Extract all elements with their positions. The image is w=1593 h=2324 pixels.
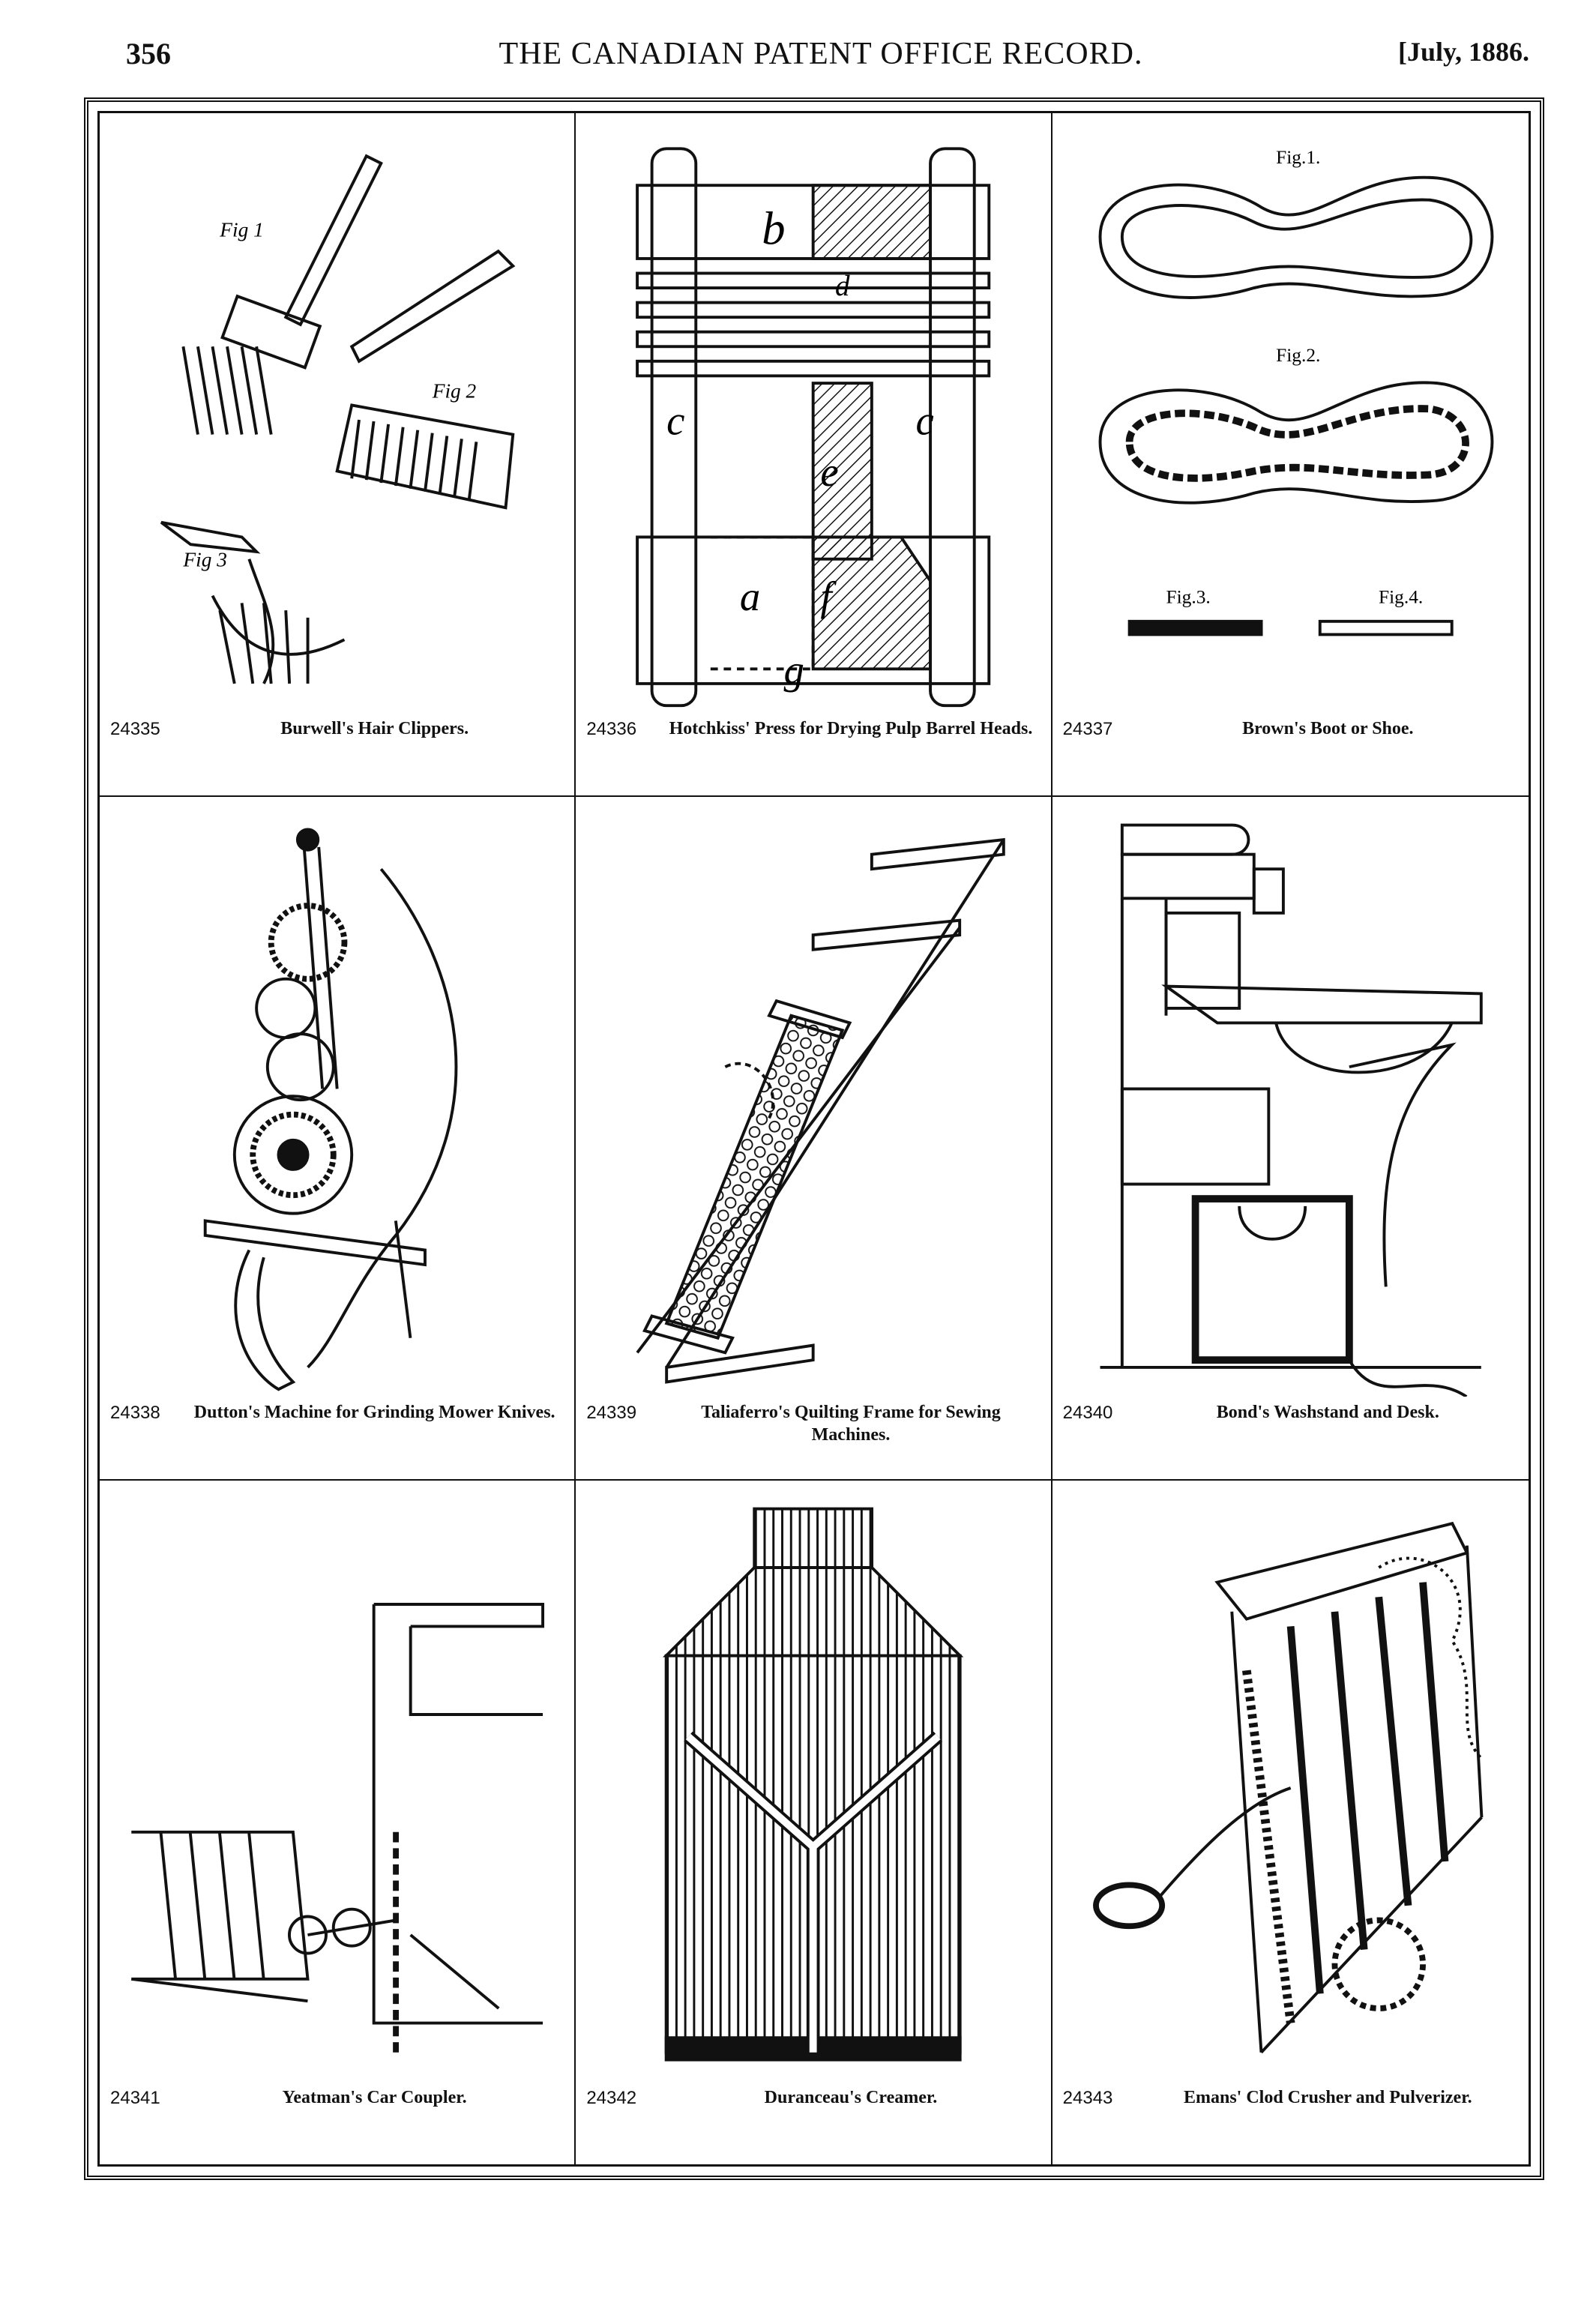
press-letter-e: e bbox=[821, 449, 839, 495]
fig3-label: Fig 3 bbox=[182, 549, 227, 571]
patent-caption: 24338 Dutton's Machine for Grinding Mowe… bbox=[110, 1401, 564, 1469]
patent-caption: 24341 Yeatman's Car Coupler. bbox=[110, 2086, 564, 2154]
patent-caption: 24336 Hotchkiss' Press for Drying Pulp B… bbox=[586, 717, 1040, 785]
patent-number: 24343 bbox=[1062, 2088, 1113, 2108]
clod-crusher-drawing bbox=[1092, 1521, 1484, 2054]
patent-title: Duranceau's Creamer. bbox=[764, 2088, 938, 2107]
page-number: 356 bbox=[126, 37, 171, 70]
page-header: 356 THE CANADIAN PATENT OFFICE RECORD. [… bbox=[112, 36, 1529, 88]
patent-caption: 24337 Brown's Boot or Shoe. bbox=[1063, 717, 1518, 785]
clod-crusher-illustration bbox=[1067, 1494, 1514, 2082]
patent-caption: 24340 Bond's Washstand and Desk. bbox=[1063, 1401, 1518, 1469]
boot-or-shoe-illustration: Fig.1. Fig.2. Fig.3. Fig.4. bbox=[1067, 127, 1514, 713]
washstand-desk-illustration bbox=[1067, 810, 1514, 1397]
car-coupler-illustration bbox=[115, 1494, 559, 2082]
patent-caption: 24343 Emans' Clod Crusher and Pulverizer… bbox=[1063, 2086, 1518, 2154]
boot-or-shoe-drawing: Fig.1. Fig.2. Fig.3. Fig.4. bbox=[1098, 147, 1493, 636]
patent-cell-drying-press: b d c c e a f g 24336 Hotchkiss' Press f… bbox=[576, 113, 1053, 797]
patent-number: 24338 bbox=[110, 1403, 160, 1423]
patent-caption: 24342 Duranceau's Creamer. bbox=[586, 2086, 1040, 2154]
quilting-frame-drawing bbox=[636, 837, 1006, 1384]
press-letter-b: b bbox=[762, 202, 786, 254]
press-letter-c-left: c bbox=[666, 398, 684, 444]
patent-number: 24335 bbox=[110, 719, 160, 739]
patent-grid: Fig 1 Fig 2 Fig 3 24335 Burwell's Hair C… bbox=[97, 111, 1531, 2167]
patent-cell-hair-clippers: Fig 1 Fig 2 Fig 3 24335 Burwell's Hair C… bbox=[100, 113, 576, 797]
press-letter-a: a bbox=[740, 574, 760, 619]
patent-cell-clod-crusher: 24343 Emans' Clod Crusher and Pulverizer… bbox=[1053, 1481, 1529, 2164]
patent-title: Hotchkiss' Press for Drying Pulp Barrel … bbox=[669, 719, 1033, 738]
patent-caption: 24339 Taliaferro's Quilting Frame for Se… bbox=[586, 1401, 1040, 1469]
patent-cell-creamer: 24342 Duranceau's Creamer. bbox=[576, 1481, 1053, 2164]
creamer-illustration bbox=[591, 1494, 1035, 2082]
creamer-drawing bbox=[663, 1507, 964, 2062]
patent-title: Emans' Clod Crusher and Pulverizer. bbox=[1183, 2088, 1472, 2107]
patent-title: Brown's Boot or Shoe. bbox=[1242, 719, 1414, 738]
patent-cell-car-coupler: 24341 Yeatman's Car Coupler. bbox=[100, 1481, 576, 2164]
patent-title: Burwell's Hair Clippers. bbox=[280, 719, 469, 738]
patent-cell-mower-knife-grinder: 24338 Dutton's Machine for Grinding Mowe… bbox=[100, 797, 576, 1481]
patent-title: Dutton's Machine for Grinding Mower Kniv… bbox=[193, 1403, 555, 1422]
patent-cell-boot-or-shoe: Fig.1. Fig.2. Fig.3. Fig.4. 24337 Brown'… bbox=[1052, 113, 1529, 797]
patent-cell-quilting-frame: 24339 Taliaferro's Quilting Frame for Se… bbox=[576, 797, 1053, 1481]
patent-title: Taliaferro's Quilting Frame for Sewing M… bbox=[701, 1403, 1001, 1445]
fig3-label: Fig.3. bbox=[1166, 586, 1210, 607]
fig2-label: Fig.2. bbox=[1276, 345, 1320, 366]
patent-number: 24341 bbox=[110, 2088, 160, 2108]
patent-number: 24342 bbox=[586, 2088, 637, 2108]
press-letter-g: g bbox=[784, 647, 804, 693]
drying-press-drawing: b d c c e a f g bbox=[636, 147, 991, 708]
issue-date: [July, 1886. bbox=[1397, 37, 1529, 67]
patent-title: Yeatman's Car Coupler. bbox=[282, 2088, 467, 2107]
patent-title: Bond's Washstand and Desk. bbox=[1216, 1403, 1439, 1422]
patent-plate-frame: Fig 1 Fig 2 Fig 3 24335 Burwell's Hair C… bbox=[84, 97, 1544, 2180]
patent-number: 24336 bbox=[586, 719, 637, 739]
fig2-label: Fig 2 bbox=[432, 380, 477, 403]
fig1-label: Fig 1 bbox=[219, 219, 264, 241]
patent-caption: 24335 Burwell's Hair Clippers. bbox=[110, 717, 564, 785]
press-letter-d: d bbox=[835, 270, 850, 302]
patent-number: 24337 bbox=[1062, 719, 1113, 739]
press-letter-c-right: c bbox=[916, 398, 934, 444]
washstand-desk-drawing bbox=[1100, 823, 1483, 1397]
mower-knife-grinder-drawing bbox=[203, 828, 458, 1391]
mower-knife-grinder-illustration bbox=[115, 810, 559, 1397]
quilting-frame-illustration bbox=[591, 810, 1035, 1397]
patent-cell-washstand-desk: 24340 Bond's Washstand and Desk. bbox=[1052, 797, 1529, 1481]
fig4-label: Fig.4. bbox=[1379, 586, 1423, 607]
patent-number: 24340 bbox=[1062, 1403, 1113, 1423]
car-coupler-drawing bbox=[131, 1603, 545, 2053]
drying-press-illustration: b d c c e a f g bbox=[591, 127, 1035, 713]
hair-clippers-drawing: Fig 1 Fig 2 Fig 3 bbox=[160, 154, 516, 684]
fig1-label: Fig.1. bbox=[1276, 147, 1320, 168]
patent-number: 24339 bbox=[586, 1403, 637, 1423]
hair-clippers-illustration: Fig 1 Fig 2 Fig 3 bbox=[115, 127, 559, 713]
journal-title: THE CANADIAN PATENT OFFICE RECORD. bbox=[499, 37, 1143, 71]
